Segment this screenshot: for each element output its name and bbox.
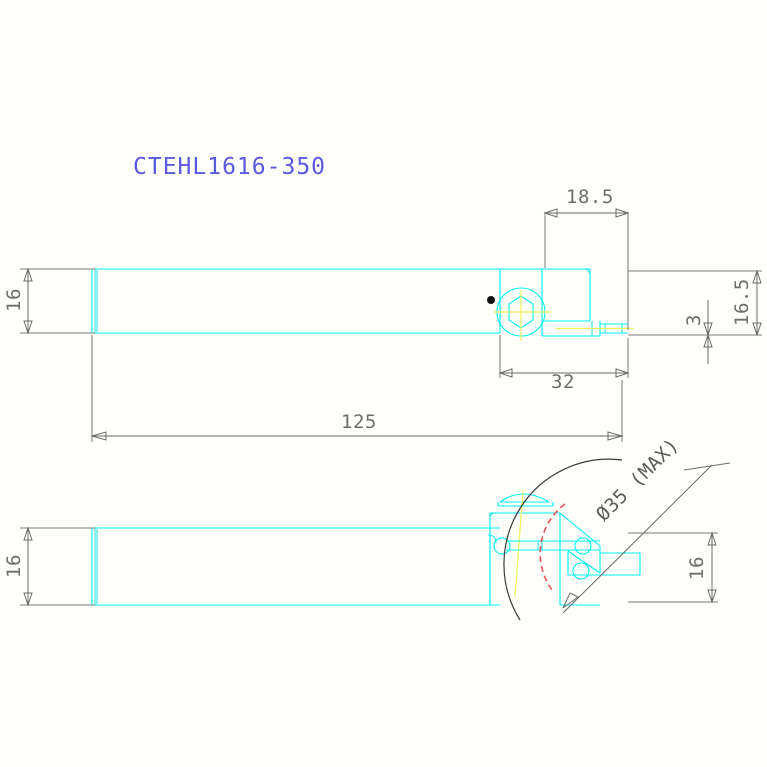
dimension-label-16-5: 16.5 bbox=[731, 278, 753, 326]
dimension-18-5: 18.5 bbox=[543, 186, 630, 330]
dimension-16-right-lower: 16 bbox=[628, 531, 718, 604]
max-diameter-note: Ø35 (MAX) bbox=[592, 434, 684, 526]
front-view-geometry bbox=[91, 458, 731, 621]
dimension-label-16-right-lower: 16 bbox=[686, 556, 708, 580]
dimension-125: 125 bbox=[90, 335, 624, 442]
dimension-32: 32 bbox=[498, 335, 630, 393]
dimension-label-16-left-lower: 16 bbox=[3, 554, 25, 578]
dimension-label-3: 3 bbox=[683, 314, 705, 326]
dimension-3: 3 bbox=[683, 300, 713, 364]
dimension-16-5: 16.5 bbox=[628, 269, 762, 337]
part-number-title: CTEHL1616-350 bbox=[133, 154, 326, 180]
top-view-geometry bbox=[91, 268, 634, 341]
dimension-label-16-left-upper: 16 bbox=[3, 288, 25, 312]
dimension-16-left-lower: 16 bbox=[3, 526, 95, 607]
dimension-label-18-5: 18.5 bbox=[566, 186, 614, 208]
dimension-16-left-upper: 16 bbox=[3, 267, 95, 335]
dimension-label-125: 125 bbox=[341, 411, 377, 433]
dimension-label-32: 32 bbox=[551, 371, 575, 393]
